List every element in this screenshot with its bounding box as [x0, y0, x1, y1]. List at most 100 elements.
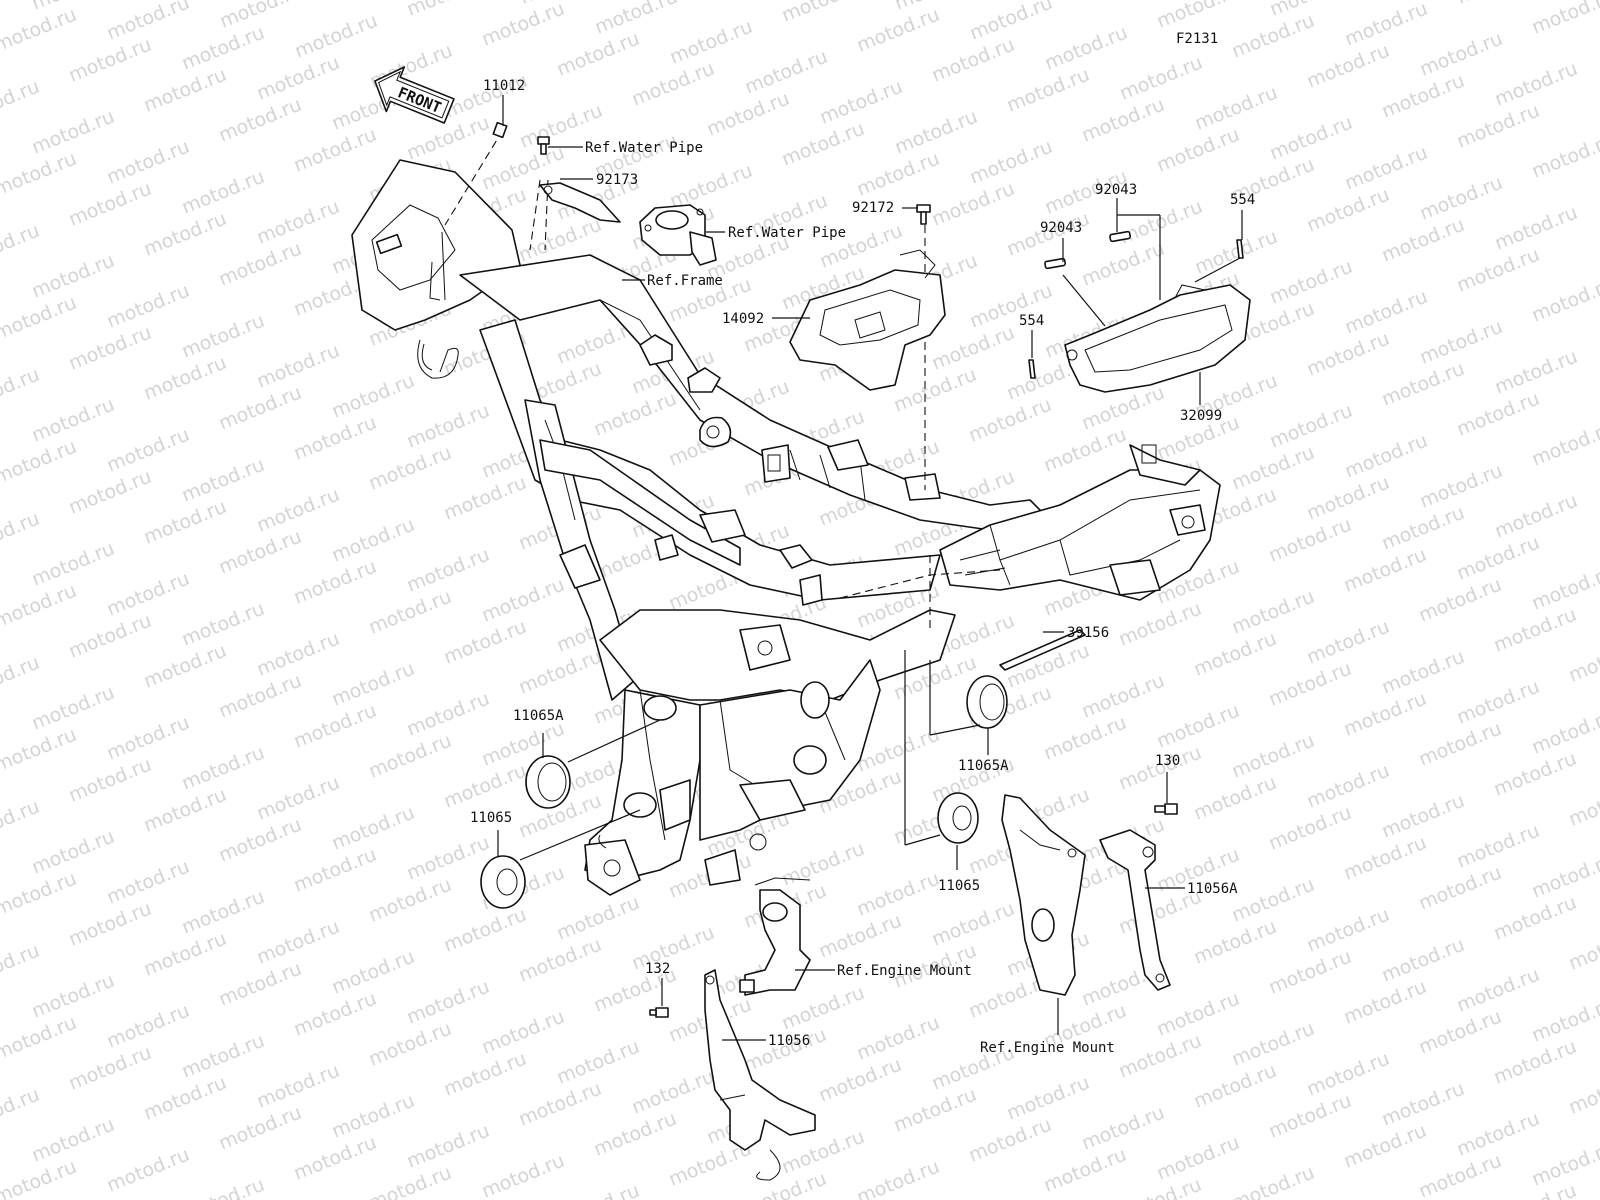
watermark-text: motod.ru: [29, 970, 118, 1023]
watermark-text: motod.ru: [254, 484, 343, 537]
watermark-text: motod.ru: [1566, 922, 1600, 975]
part-554-clip-b: [1236, 239, 1244, 259]
label-92172: 92172: [852, 200, 894, 216]
label-11065A-a: 11065A: [513, 708, 564, 724]
watermark-text: motod.ru: [104, 1000, 193, 1053]
watermark-text: motod.ru: [1566, 778, 1600, 831]
watermark-text: motod.ru: [1379, 1078, 1468, 1131]
watermark-text: motod.ru: [329, 802, 418, 855]
watermark-text: motod.ru: [254, 628, 343, 681]
watermark-text: motod.ru: [104, 280, 193, 333]
watermark-text: motod.ru: [104, 136, 193, 189]
watermark-text: motod.ru: [1566, 634, 1600, 687]
part-11056-bracket: [704, 969, 816, 1181]
part-11056A-bracket: [1099, 829, 1171, 991]
part-92043-pin-b: [1109, 230, 1132, 243]
watermark-text: motod.ru: [479, 1006, 568, 1059]
part-92043-pin-a: [1044, 257, 1067, 270]
watermark-text: motod.ru: [1342, 430, 1431, 483]
label-92173: 92173: [596, 172, 638, 188]
watermark-text: motod.ru: [179, 1030, 268, 1083]
watermark-text: motod.ru: [629, 922, 718, 975]
watermark-text: motod.ru: [0, 508, 43, 561]
part-92173-clamp: [539, 182, 621, 223]
watermark-text: motod.ru: [1042, 22, 1131, 75]
watermark-text: motod.ru: [0, 76, 43, 129]
watermark-text: motod.ru: [667, 160, 756, 213]
watermark-text: motod.ru: [104, 1144, 193, 1197]
watermark-text: motod.ru: [179, 166, 268, 219]
watermark-text: motod.ru: [329, 946, 418, 999]
part-554-clip-a: [1028, 359, 1036, 379]
label-554-a: 554: [1019, 313, 1044, 329]
watermark-text: motod.ru: [1004, 1072, 1093, 1125]
watermark-text: motod.ru: [854, 1156, 943, 1200]
watermark-text: motod.ru: [479, 1150, 568, 1200]
watermark-text: motod.ru: [329, 514, 418, 567]
watermark-text: motod.ru: [1079, 670, 1168, 723]
watermark-text: motod.ru: [1267, 400, 1356, 453]
label-ref-frame: Ref.Frame: [647, 273, 723, 289]
part-11065A-grommet-a: [525, 755, 571, 809]
watermark-text: motod.ru: [1529, 130, 1600, 183]
part-92172-screw: [916, 204, 931, 225]
watermark-text: motod.ru: [179, 454, 268, 507]
label-11065-b: 11065: [938, 878, 980, 894]
label-39156: 39156: [1067, 625, 1109, 641]
label-14092: 14092: [722, 311, 764, 327]
part-water-pipe-bolt: [537, 136, 550, 155]
watermark-text: motod.ru: [1304, 616, 1393, 669]
watermark-text: motod.ru: [1529, 0, 1600, 39]
label-554-b: 554: [1230, 192, 1255, 208]
part-11065-bushing-b: [937, 792, 979, 844]
watermark-text: motod.ru: [254, 196, 343, 249]
label-11012: 11012: [483, 78, 525, 94]
watermark-text: motod.ru: [179, 1174, 268, 1200]
watermark-text: motod.ru: [1379, 646, 1468, 699]
watermark-text: motod.ru: [29, 250, 118, 303]
watermark-text: motod.ru: [1492, 58, 1581, 111]
watermark-text: motod.ru: [742, 46, 831, 99]
watermark-text: motod.ru: [1454, 1108, 1543, 1161]
watermark-text: motod.ru: [1529, 418, 1600, 471]
watermark-text: motod.ru: [1192, 82, 1281, 135]
watermark-text: motod.ru: [1417, 460, 1506, 513]
watermark-text: motod.ru: [1304, 760, 1393, 813]
watermark-text: motod.ru: [554, 1180, 643, 1200]
watermark-text: motod.ru: [104, 856, 193, 909]
label-132: 132: [645, 961, 670, 977]
watermark-text: motod.ru: [1154, 0, 1243, 33]
watermark-text: motod.ru: [0, 364, 43, 417]
label-11065A-b: 11065A: [958, 758, 1009, 774]
watermark-text: motod.ru: [1079, 0, 1168, 3]
watermark-text: motod.ru: [292, 10, 381, 63]
watermark-text: motod.ru: [254, 340, 343, 393]
part-labels: 11012 Ref.Water Pipe 92173 Ref.Water Pip…: [470, 78, 1255, 1056]
watermark-text: motod.ru: [254, 916, 343, 969]
label-ref-water-pipe-1: Ref.Water Pipe: [585, 140, 703, 156]
watermark-text: motod.ru: [1529, 274, 1600, 327]
main-frame: [351, 159, 1221, 896]
watermark-text: motod.ru: [179, 598, 268, 651]
watermark-text: motod.ru: [29, 682, 118, 735]
watermark-text: motod.ru: [1304, 904, 1393, 957]
watermark-text: motod.ru: [929, 898, 1018, 951]
watermark-text: motod.ru: [29, 538, 118, 591]
dashed-reference-lines: [444, 129, 1001, 630]
watermark-text: motod.ru: [179, 886, 268, 939]
watermark-text: motod.ru: [1492, 202, 1581, 255]
watermark-text: motod.ru: [1192, 226, 1281, 279]
watermark-text: motod.ru: [779, 838, 868, 891]
watermark-text: motod.ru: [967, 136, 1056, 189]
part-11065-bushing-a: [480, 855, 526, 909]
watermark-text: motod.ru: [254, 772, 343, 825]
ref-engine-mount-bracket-center: [739, 877, 811, 996]
watermark-text: motod.ru: [479, 0, 568, 51]
watermark-text: motod.ru: [0, 796, 43, 849]
watermark-text: motod.ru: [404, 832, 493, 885]
diagram-code: F2131: [1176, 31, 1218, 47]
watermark-text: motod.ru: [1566, 1066, 1600, 1119]
watermark-text: motod.ru: [179, 310, 268, 363]
part-14092-tray: [789, 249, 946, 391]
label-ref-water-pipe-2: Ref.Water Pipe: [728, 225, 846, 241]
